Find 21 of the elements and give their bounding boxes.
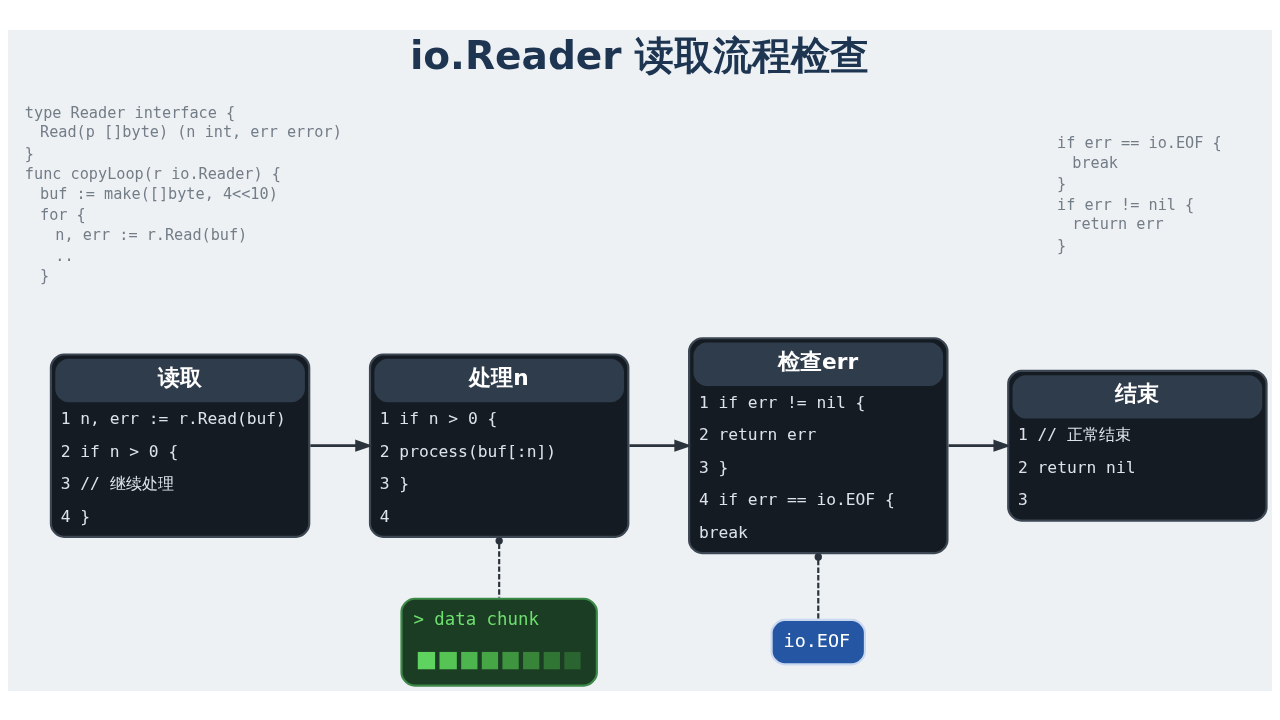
label: if err != nil {	[1057, 195, 1195, 214]
arrow	[629, 439, 692, 452]
connector	[495, 536, 503, 597]
arrow	[948, 439, 1012, 452]
label: Read(p []byte) (n int, err error)	[40, 122, 342, 141]
diagram-title: io.Reader 读取流程检查	[409, 32, 870, 78]
label: return err	[1072, 214, 1164, 233]
label: func copyLoop(r io.Reader) {	[24, 164, 281, 183]
label: }	[40, 266, 50, 285]
arrow	[310, 439, 373, 452]
label: }	[1057, 174, 1067, 193]
label: n, err := r.Read(buf)	[55, 225, 248, 244]
label: if err == io.EOF {	[1057, 133, 1222, 152]
label: ..	[55, 246, 74, 265]
label: }	[24, 144, 35, 163]
label: break	[1072, 153, 1118, 172]
label: type Reader interface {	[24, 103, 236, 122]
label: }	[1057, 236, 1067, 255]
label: buf := make([]byte, 4<<10)	[40, 184, 278, 203]
connector	[814, 552, 822, 619]
label: for {	[40, 205, 86, 224]
